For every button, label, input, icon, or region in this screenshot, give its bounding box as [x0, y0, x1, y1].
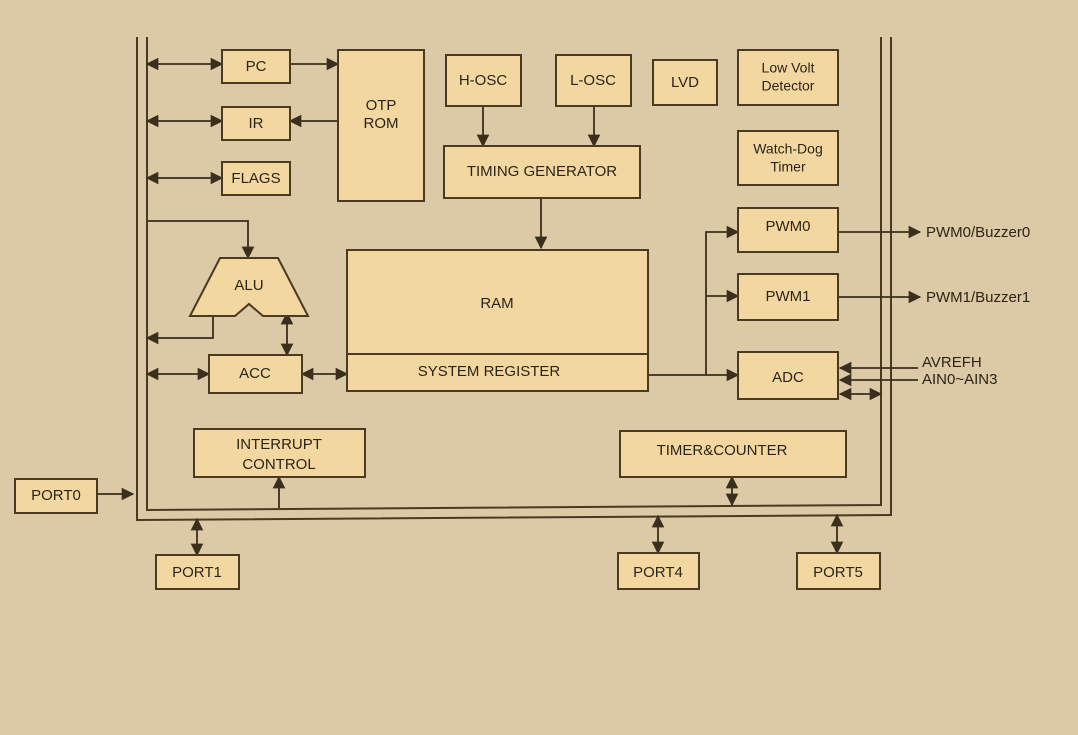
interrupt-control-block: INTERRUPT CONTROL: [193, 428, 366, 478]
internal-bus-outer: [136, 37, 892, 522]
adc-block: ADC: [737, 351, 839, 400]
system-register-block: SYSTEM REGISTER: [346, 353, 649, 392]
low-volt-detector-block: Low Volt Detector: [737, 49, 839, 106]
port0-block: PORT0: [14, 478, 98, 514]
low-volt-label-line2: Detector: [762, 78, 815, 94]
acc-block: ACC: [208, 354, 303, 394]
port1-label: PORT1: [172, 564, 222, 581]
watchdog-label-line2: Timer: [770, 159, 806, 175]
ain-label: AIN0~AIN3: [922, 371, 997, 388]
h-osc-block: H-OSC: [445, 54, 522, 107]
ram-block: RAM: [346, 249, 649, 355]
pwm1-label: PWM1: [766, 288, 811, 305]
otp-rom-block: OTP ROM: [337, 49, 425, 202]
connections: [97, 57, 922, 557]
h-osc-label: H-OSC: [459, 72, 508, 89]
lvd-label: LVD: [671, 74, 699, 91]
timing-generator-label: TIMING GENERATOR: [467, 163, 617, 180]
otp-rom-label-line2: ROM: [364, 115, 399, 132]
port4-block: PORT4: [617, 552, 700, 590]
internal-bus-inner: [146, 37, 882, 512]
timer-counter-label: TIMER&COUNTER: [657, 442, 788, 459]
port0-label: PORT0: [31, 487, 81, 504]
adc-label: ADC: [772, 369, 804, 386]
system-register-label: SYSTEM REGISTER: [418, 363, 561, 380]
port5-label: PORT5: [813, 564, 863, 581]
timing-generator-block: TIMING GENERATOR: [443, 145, 641, 199]
alu-block: ALU: [188, 257, 310, 317]
watchdog-timer-block: Watch-Dog Timer: [737, 130, 839, 186]
port5-block: PORT5: [796, 552, 881, 590]
low-volt-label-line1: Low Volt: [762, 60, 815, 76]
interrupt-label-line2: CONTROL: [242, 456, 315, 473]
pwm0-output-label: PWM0/Buzzer0: [926, 224, 1030, 241]
pc-label: PC: [246, 58, 267, 75]
otp-rom-label-line1: OTP: [366, 97, 397, 114]
l-osc-block: L-OSC: [555, 54, 632, 107]
avrefh-label: AVREFH: [922, 354, 982, 371]
flags-block: FLAGS: [221, 161, 291, 196]
port1-block: PORT1: [155, 554, 240, 590]
ram-label: RAM: [480, 295, 513, 312]
ir-block: IR: [221, 106, 291, 141]
lvd-block: LVD: [652, 59, 718, 106]
flags-label: FLAGS: [231, 170, 280, 187]
pc-block: PC: [221, 49, 291, 84]
pwm0-label: PWM0: [766, 218, 811, 235]
l-osc-label: L-OSC: [570, 72, 616, 89]
interrupt-label-line1: INTERRUPT: [236, 436, 322, 453]
pwm0-block: PWM0: [737, 207, 839, 253]
alu-label: ALU: [234, 277, 263, 294]
pwm1-output-label: PWM1/Buzzer1: [926, 289, 1030, 306]
ir-label: IR: [249, 115, 264, 132]
port4-label: PORT4: [633, 564, 683, 581]
pwm1-block: PWM1: [737, 273, 839, 321]
watchdog-label-line1: Watch-Dog: [753, 141, 823, 157]
acc-label: ACC: [239, 365, 271, 382]
timer-counter-block: TIMER&COUNTER: [619, 430, 847, 478]
